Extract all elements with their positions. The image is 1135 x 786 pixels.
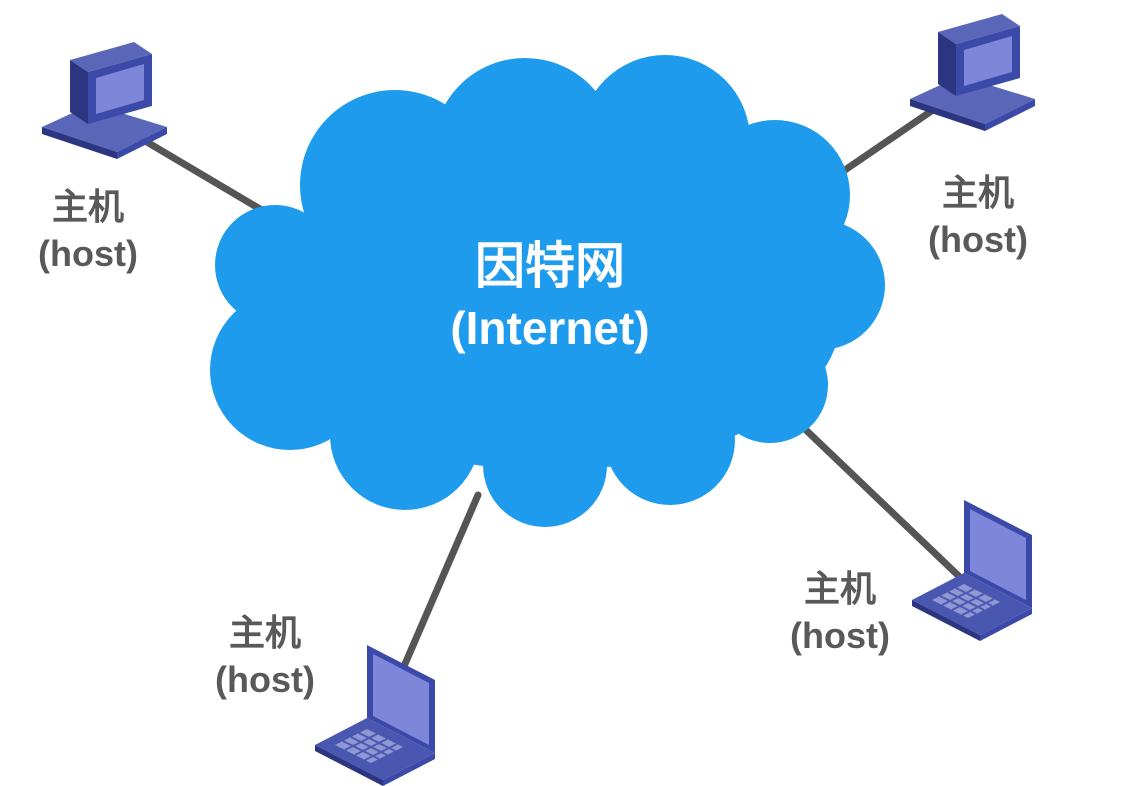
host-label-bottom-left: 主机 (host) <box>185 610 345 704</box>
laptop-icon <box>315 645 435 786</box>
link-top-right <box>841 108 934 174</box>
host-label-top-left: 主机 (host) <box>8 184 168 278</box>
internet-cloud <box>210 55 885 527</box>
links <box>126 108 969 668</box>
link-top-left <box>126 128 286 226</box>
host-label-top-right: 主机 (host) <box>898 170 1058 264</box>
internet-label-en: (Internet) <box>450 302 650 354</box>
host-label-cn: 主机 <box>228 612 301 653</box>
host-label-en: (host) <box>38 232 138 274</box>
internet-label: 因特网 (Internet) <box>370 234 730 358</box>
host-label-bottom-right: 主机 (host) <box>760 566 920 660</box>
laptop-icon <box>912 500 1032 641</box>
host-label-en: (host) <box>215 658 315 700</box>
link-bottom-right <box>781 406 969 586</box>
host-label-en: (host) <box>790 614 890 656</box>
internet-label-cn: 因特网 <box>475 238 625 294</box>
host-label-en: (host) <box>928 218 1028 260</box>
desktop-computer-icon <box>910 14 1035 131</box>
link-bottom-left <box>401 491 482 668</box>
host-label-cn: 主机 <box>803 568 876 609</box>
host-label-cn: 主机 <box>51 186 124 227</box>
desktop-computer-icon <box>42 42 167 159</box>
host-label-cn: 主机 <box>941 172 1014 213</box>
